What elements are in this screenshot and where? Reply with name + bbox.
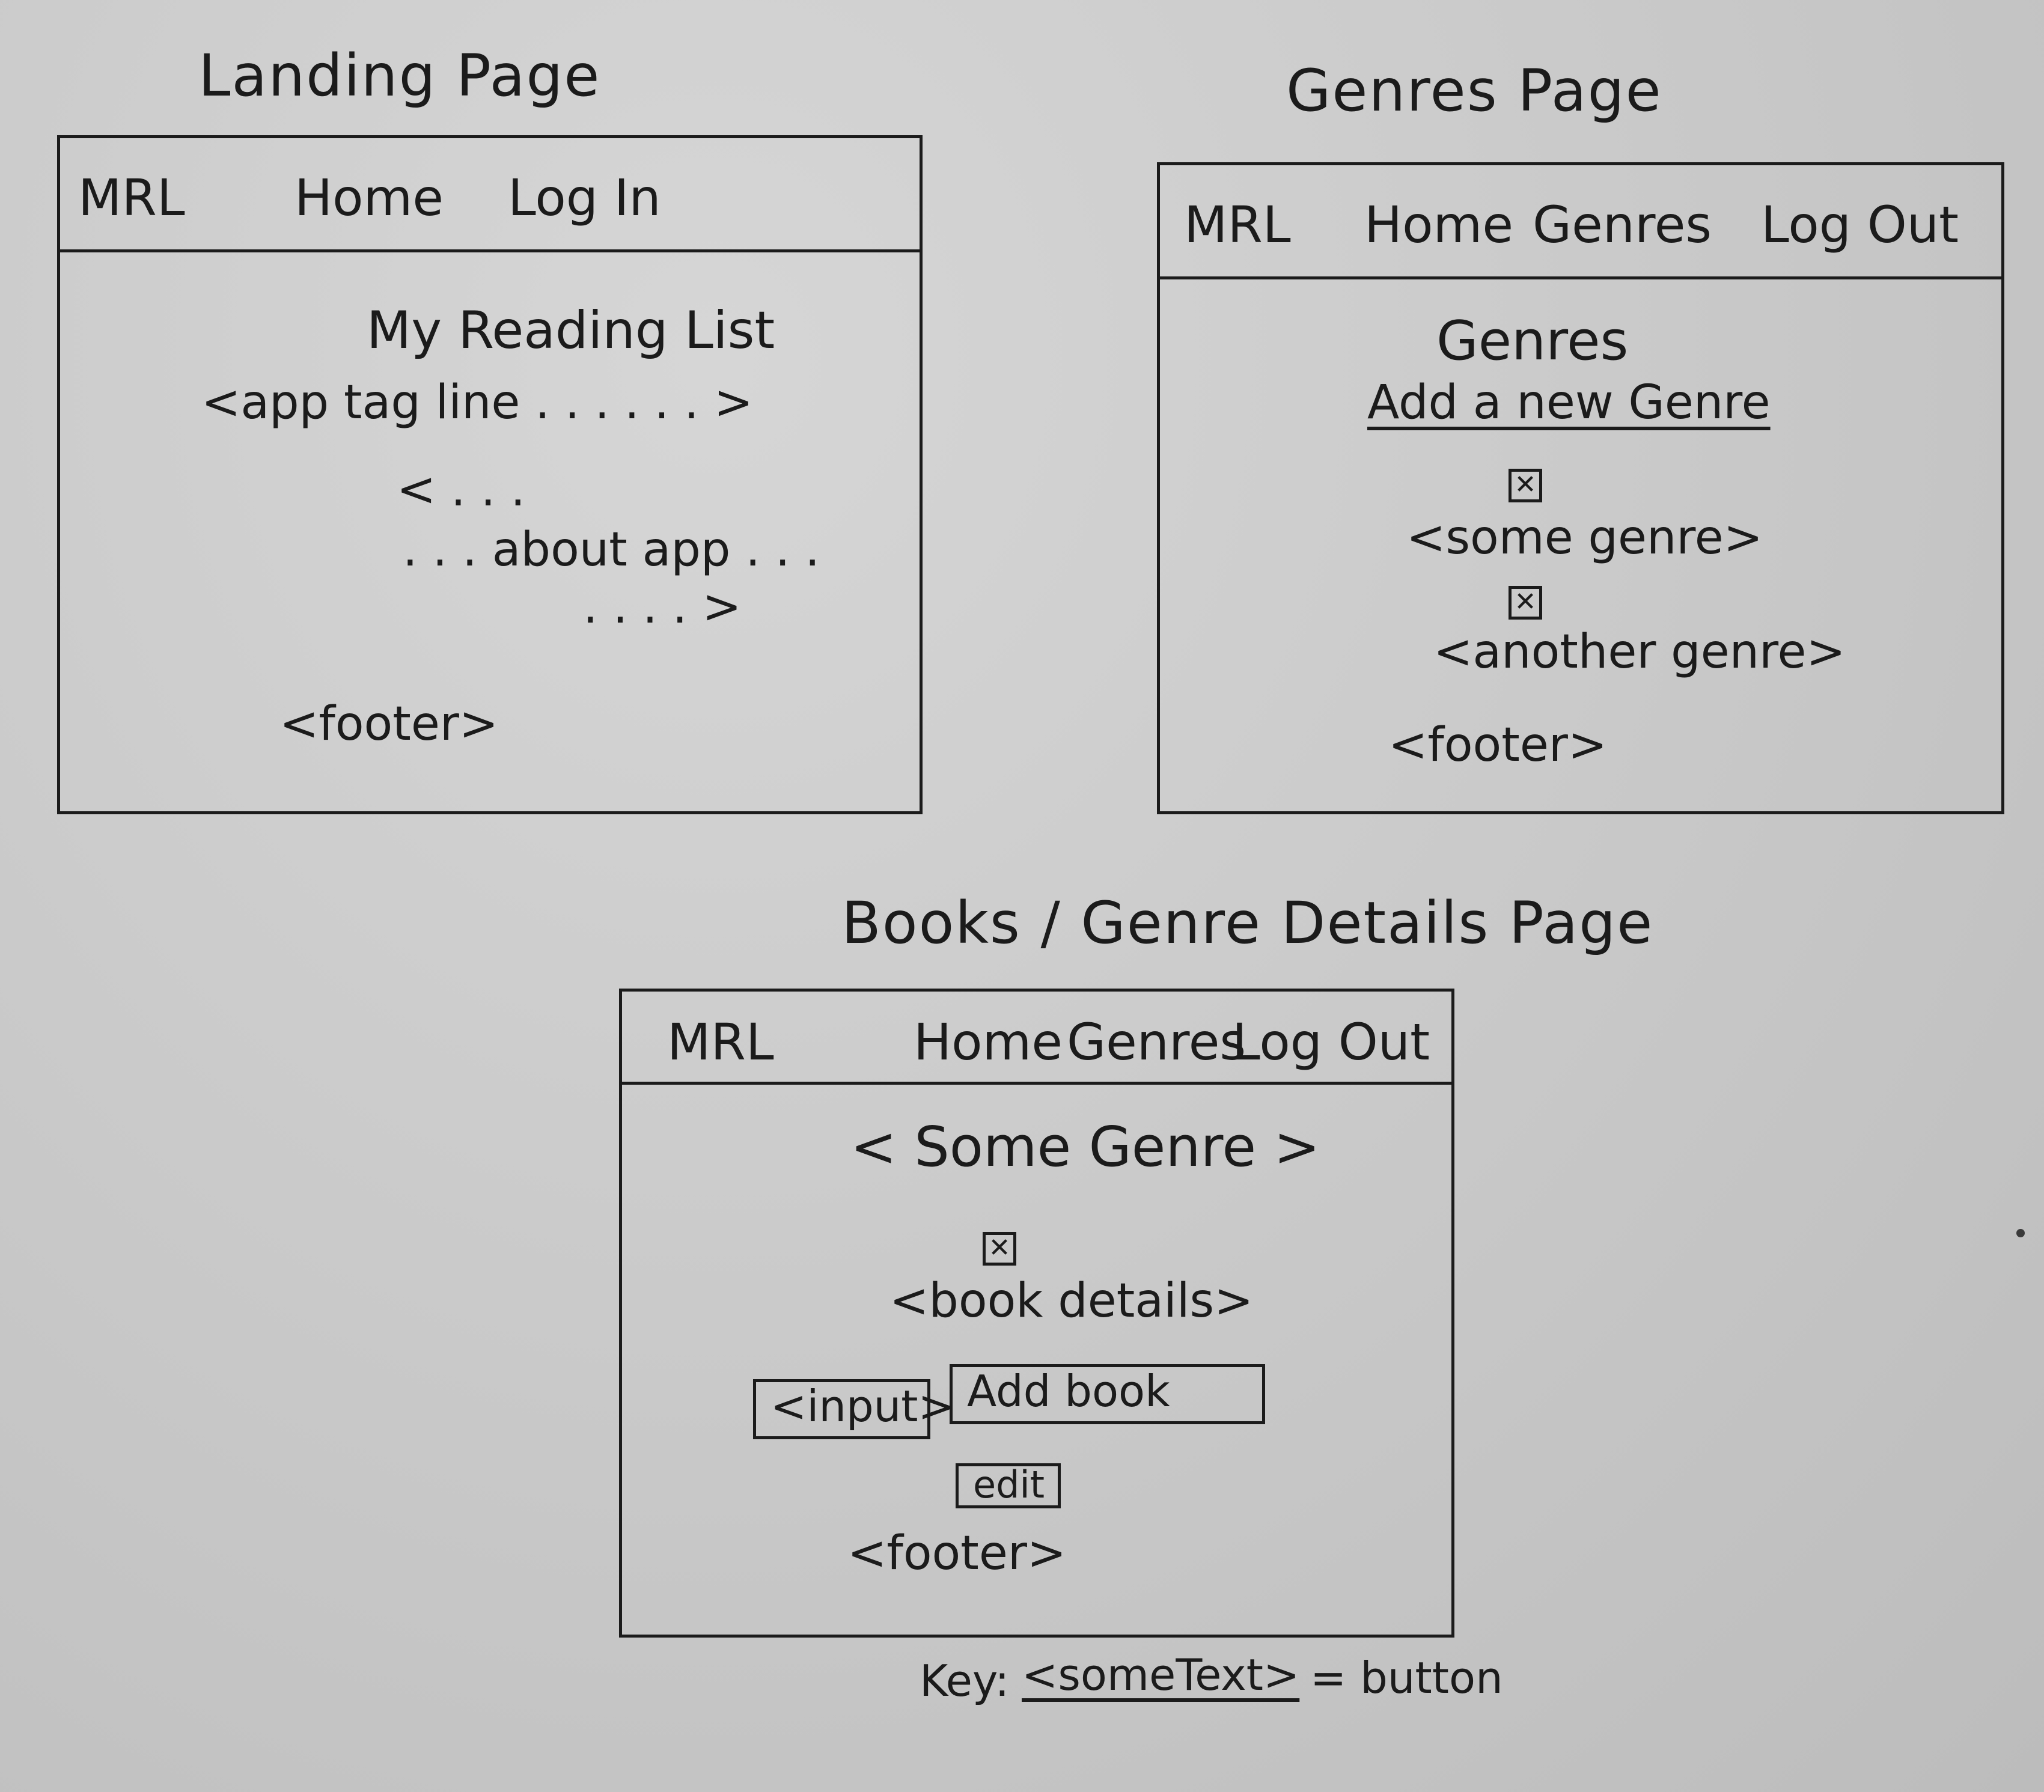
app-tagline: <app tag line . . . . . . > [201,376,754,430]
genres-title: Genres [1436,309,1629,373]
nav-logout[interactable]: Log Out [1232,1013,1430,1071]
details-navbar: MRL Home Genres Log Out [622,992,1451,1085]
nav-logout[interactable]: Log Out [1761,195,1959,254]
about-app-line-1: < . . . [397,463,526,517]
key-label: Key: [920,1656,1010,1706]
genre-item-2[interactable]: <another genre> [1433,625,1846,679]
book-details[interactable]: <book details> [889,1274,1254,1328]
nav-login[interactable]: Log In [508,168,661,227]
nav-genres[interactable]: Genres [1533,195,1712,254]
nav-home[interactable]: Home [914,1013,1063,1071]
edit-button[interactable]: edit [956,1463,1061,1508]
x-checkbox-icon[interactable]: ✕ [983,1232,1016,1266]
details-page-heading: Books / Genre Details Page [841,889,1654,957]
genres-page-heading: Genres Page [1286,57,1662,124]
landing-navbar: MRL Home Log In [60,138,920,252]
key-button-sample: <someText> [1022,1650,1300,1700]
about-app-line-2: . . . about app . . . [403,523,820,577]
add-genre-link[interactable]: Add a new Genre [1367,376,1771,430]
details-footer: <footer> [847,1526,1067,1580]
landing-page-heading: Landing Page [198,42,601,109]
book-input-field[interactable]: <input> [753,1379,954,1439]
add-book-button[interactable]: Add book [950,1364,1265,1424]
app-title: My Reading List [367,300,775,361]
genres-page-wireframe: MRL Home Genres Log Out Genres Add a new… [1157,162,2004,814]
x-checkbox-icon[interactable]: ✕ [1509,469,1542,502]
paper-mark [2016,1229,2025,1237]
nav-logo[interactable]: MRL [78,168,185,227]
landing-page-wireframe: MRL Home Log In My Reading List <app tag… [57,135,923,814]
key-meaning: = button [1310,1653,1503,1703]
details-page-wireframe: MRL Home Genres Log Out < Some Genre > ✕… [619,989,1454,1638]
x-checkbox-icon[interactable]: ✕ [1509,586,1542,620]
nav-home[interactable]: Home [1364,195,1514,254]
nav-logo[interactable]: MRL [667,1013,774,1071]
nav-home[interactable]: Home [294,168,444,227]
landing-footer: <footer> [279,697,499,751]
nav-genres[interactable]: Genres [1067,1013,1246,1071]
about-app-line-3: . . . . > [583,580,742,634]
genres-footer: <footer> [1388,718,1608,772]
genres-navbar: MRL Home Genres Log Out [1160,165,2001,279]
nav-logo[interactable]: MRL [1184,195,1291,254]
genre-details-title: < Some Genre > [850,1115,1320,1179]
genre-item-1[interactable]: <some genre> [1406,511,1763,565]
